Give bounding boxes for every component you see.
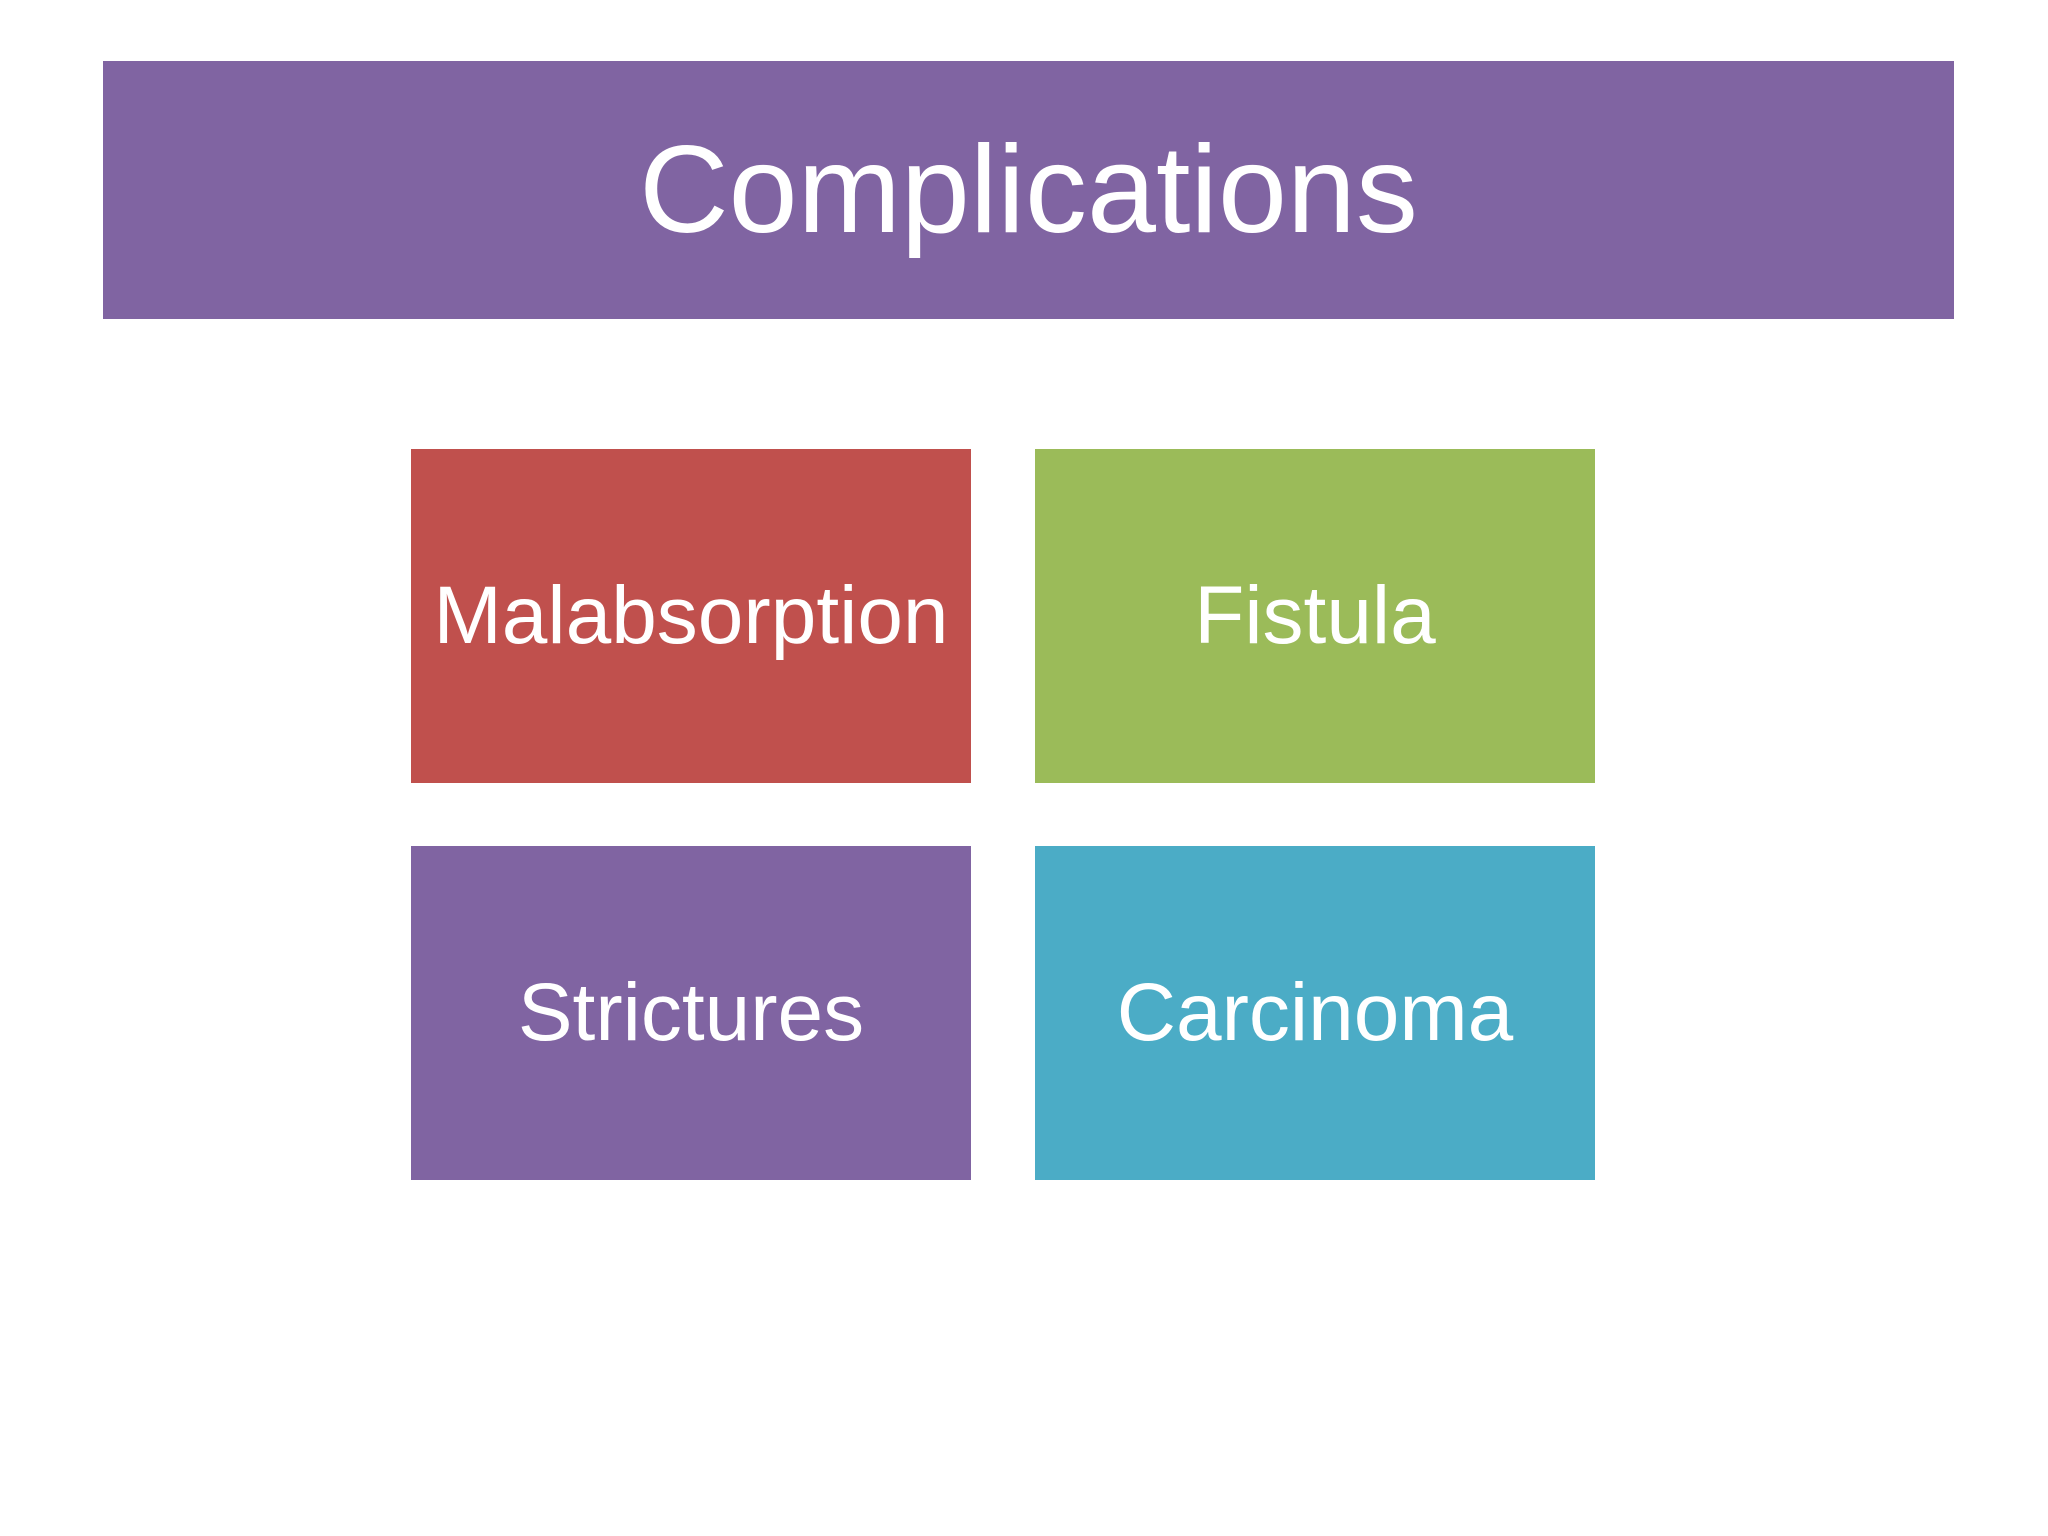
box-label-malabsorption: Malabsorption [433, 570, 949, 661]
box-carcinoma: Carcinoma [1035, 846, 1595, 1180]
box-label-carcinoma: Carcinoma [1116, 967, 1514, 1058]
box-strictures: Strictures [411, 846, 971, 1180]
box-label-fistula: Fistula [1194, 570, 1436, 661]
box-fistula: Fistula [1035, 449, 1595, 783]
box-label-strictures: Strictures [517, 967, 865, 1058]
box-malabsorption: Malabsorption [411, 449, 971, 783]
title-banner: Complications [103, 61, 1954, 319]
slide-title: Complications [639, 121, 1418, 259]
